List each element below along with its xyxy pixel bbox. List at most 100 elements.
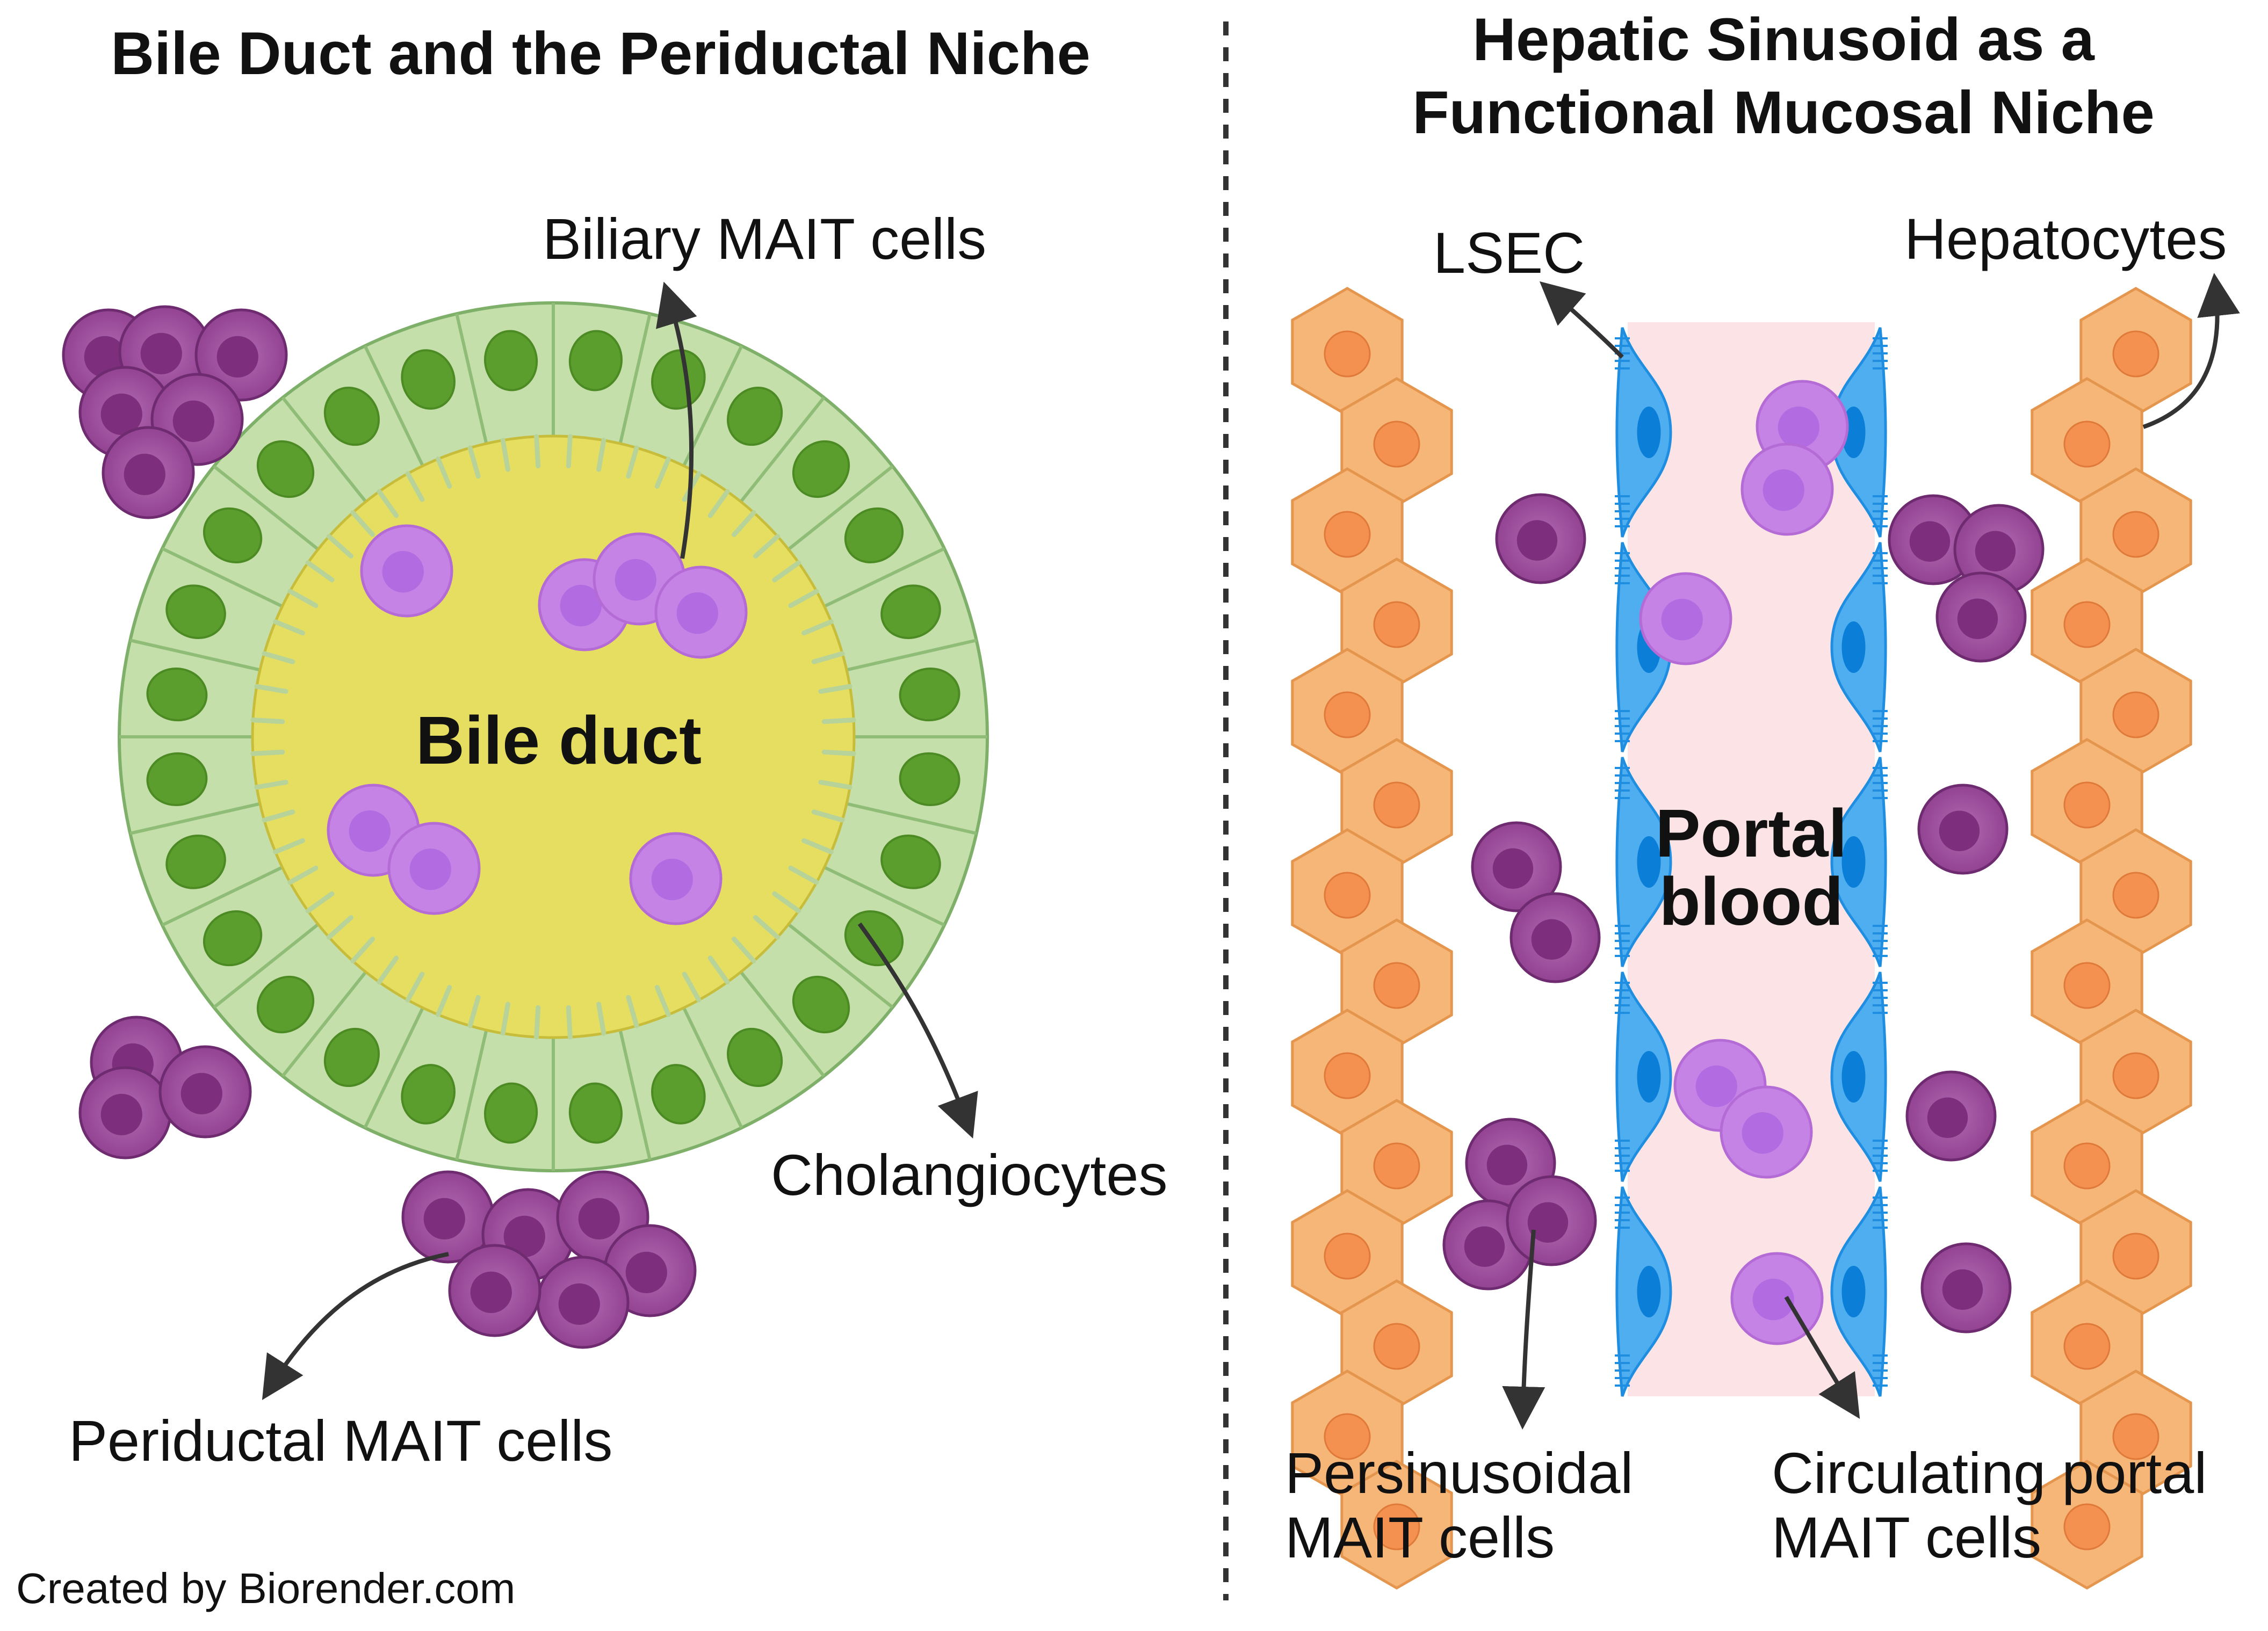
cholangiocyte-border (739, 970, 826, 1077)
microvillus (707, 489, 730, 518)
hepatocyte-nucleus (2063, 601, 2111, 648)
portal-blood-label-line2: blood (1659, 864, 1844, 939)
cell-nucleus (172, 400, 214, 442)
hepatocyte (2031, 1460, 2143, 1590)
hepatocyte-nucleus (1373, 1142, 1420, 1190)
cholangiocyte-nucleus (256, 975, 315, 1034)
cholangiocyte-nucleus (165, 835, 226, 889)
mait-cell (102, 426, 195, 519)
cell-nucleus (470, 1271, 512, 1314)
cell-nucleus (558, 1283, 600, 1325)
cell-nucleus (100, 393, 142, 435)
mait-cell-circulating (387, 822, 481, 915)
cholangiocyte-border (846, 802, 977, 835)
cell-nucleus (1661, 599, 1703, 641)
hepatocyte-column-right (2031, 287, 2192, 1590)
microvillus (566, 434, 573, 469)
hepatocyte-nucleus (2112, 511, 2159, 558)
cholangiocyte-border (129, 802, 261, 835)
microvillus (772, 891, 801, 914)
hepatocyte (2031, 377, 2143, 507)
microvillus (500, 438, 510, 472)
cholangiocyte-nucleus (844, 507, 904, 563)
microvillus (305, 560, 335, 583)
hepatocyte (2079, 1009, 2192, 1139)
hepatocyte (2079, 1369, 2192, 1499)
microvillus (818, 684, 853, 694)
hepatocyte-nucleus (2112, 872, 2159, 919)
cholangiocyte-border (363, 1007, 424, 1129)
biliary-mait-cells (327, 524, 748, 925)
hepatocyte-nucleus (2063, 421, 2111, 468)
portal-blood-label-line1: Portal (1655, 795, 1847, 871)
cholangiocyte-nucleus (899, 667, 960, 722)
cell-nucleus (1464, 1226, 1505, 1267)
mait-cell (1905, 1070, 1997, 1162)
microvilli (250, 434, 856, 1040)
microvillus (534, 434, 541, 469)
cell-nucleus (1942, 1269, 1983, 1310)
lsec-arrow (1539, 281, 1624, 359)
cell-nucleus (1752, 1279, 1794, 1321)
cholangiocyte-border (161, 866, 283, 927)
cell-nucleus (651, 859, 693, 901)
cholangiocyte-border (281, 970, 367, 1077)
right-panel-title-line1: Hepatic Sinusoid as a (1472, 6, 2094, 73)
microvillus (707, 955, 730, 985)
lsec-nucleus (1637, 1051, 1661, 1103)
microvillus (350, 510, 375, 537)
mait-cell (401, 1170, 495, 1264)
microvillus (821, 749, 856, 756)
microvillus (287, 589, 319, 608)
microvillus (467, 445, 481, 479)
hepatocyte-nucleus (1373, 1503, 1420, 1550)
cell-nucleus (1531, 919, 1572, 960)
hepatocyte-nucleus (1373, 601, 1420, 648)
cholangiocyte-nucleus (165, 584, 226, 639)
cholangiocyte-nucleus (483, 330, 538, 392)
cell-nucleus (1527, 1202, 1569, 1243)
mait-cell-circulating (360, 524, 453, 618)
cell-nucleus (1927, 1097, 1968, 1138)
microvillus (467, 995, 481, 1028)
cell-nucleus (625, 1251, 667, 1294)
lsec-nucleus (1841, 1266, 1866, 1317)
lsec-cell (1615, 1186, 1672, 1397)
cell-nucleus (1742, 1112, 1783, 1154)
mait-cell (194, 308, 288, 402)
cell-nucleus (615, 559, 656, 601)
lsec-cell (1615, 972, 1672, 1182)
lsec-nucleus (1637, 407, 1661, 458)
cholangiocyte-border (455, 1030, 488, 1161)
cholangiocyte-nucleus (203, 910, 263, 967)
lsec-cell (1830, 1186, 1888, 1397)
microvillus (326, 534, 353, 559)
hepatocyte (1340, 557, 1453, 687)
microvillus (654, 985, 671, 1017)
hepatocyte-nucleus (1324, 330, 1371, 378)
cholangiocyte-nuclei (146, 330, 960, 1144)
hepatocyte (1340, 738, 1453, 868)
hepatocyte-nucleus (1373, 962, 1420, 1009)
hepatocyte-nucleus (2063, 1503, 2111, 1550)
cholangiocyte-border (846, 639, 977, 672)
hepatocyte-nucleus (2112, 330, 2159, 378)
hepatocyte-nucleus (1324, 1233, 1371, 1280)
mait-cell (1509, 892, 1601, 983)
cholangiocyte-border (213, 465, 320, 551)
hepatocyte-nucleus (2063, 962, 2111, 1009)
persinusoidal-label-line1: Persinusoidal (1285, 1440, 1633, 1505)
microvillus (732, 510, 756, 537)
hepatocyte-nucleus (1324, 511, 1371, 558)
cholangiocyte-border (739, 396, 826, 503)
mait-cell (1495, 493, 1586, 584)
mait-cell (1506, 1175, 1597, 1266)
mait-cell (448, 1244, 541, 1337)
microvillus (262, 651, 295, 664)
hepatocyte (2031, 738, 2143, 868)
cholangiocyte-nucleus (792, 975, 850, 1034)
cholangiocyte-nucleus (203, 507, 263, 563)
biliary-mait-label: Biliary MAIT cells (543, 206, 986, 271)
microvillus (596, 438, 606, 472)
